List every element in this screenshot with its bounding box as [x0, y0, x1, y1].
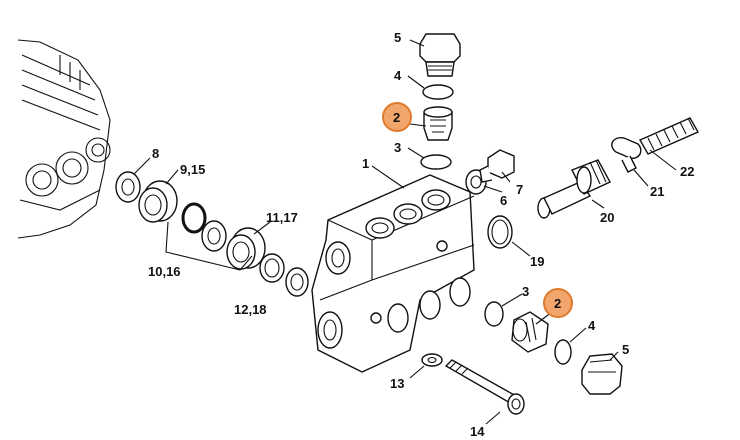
callout-19: 19	[530, 254, 544, 269]
oring-19	[487, 215, 513, 249]
oring-10-16	[181, 202, 207, 234]
bolt-14	[444, 359, 525, 415]
seal-9-15	[138, 180, 178, 223]
plug-7	[479, 149, 515, 183]
seal-12-18	[259, 253, 309, 297]
callout-13: 13	[390, 376, 404, 391]
callout-5-top: 5	[394, 30, 401, 45]
callout-2-bottom: 2	[554, 296, 561, 311]
valve-2-bottom	[511, 311, 549, 353]
oring-3-top	[420, 154, 452, 170]
callout-20: 20	[600, 210, 614, 225]
callout-12-18: 12,18	[234, 302, 267, 317]
callout-14: 14	[470, 424, 485, 439]
oring-3-bottom	[484, 301, 504, 327]
callout-22: 22	[680, 164, 694, 179]
seal-8	[115, 171, 141, 203]
plug-5-top	[419, 33, 461, 77]
callout-7: 7	[516, 182, 523, 197]
callout-10-16: 10,16	[148, 264, 181, 279]
spring-22	[639, 117, 699, 155]
pump-housing	[17, 39, 111, 239]
seal-11-17	[201, 220, 266, 270]
callout-1: 1	[362, 156, 369, 171]
callout-5-bottom: 5	[622, 342, 629, 357]
valve-2-top	[423, 106, 453, 141]
plug-5-bottom	[581, 353, 623, 395]
callout-11-17: 11,17	[266, 210, 298, 225]
highlight-circle-top	[382, 102, 412, 132]
callout-9-15: 9,15	[180, 162, 205, 177]
callout-3-bottom: 3	[522, 284, 529, 299]
manifold-body	[311, 174, 475, 373]
callout-2-top: 2	[393, 110, 400, 125]
unloader-20	[537, 159, 611, 219]
oring-4-top	[422, 84, 454, 100]
callout-3-top: 3	[394, 140, 401, 155]
oring-4-bottom	[554, 339, 572, 365]
callout-4-bottom: 4	[588, 318, 596, 333]
callout-4-top: 4	[394, 68, 402, 83]
clip-21	[611, 137, 642, 173]
bracket-10-16	[165, 221, 253, 271]
callout-21: 21	[650, 184, 664, 199]
highlight-circle-bottom	[543, 288, 573, 318]
callout-6: 6	[500, 193, 507, 208]
washer-13	[421, 353, 443, 367]
leader-lines	[133, 39, 677, 425]
callout-8: 8	[152, 146, 159, 161]
